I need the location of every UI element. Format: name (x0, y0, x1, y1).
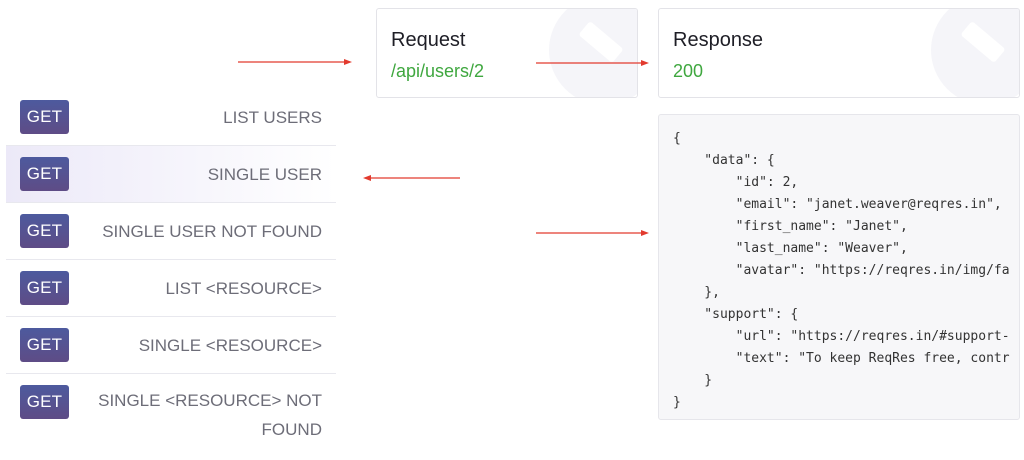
reqres-logo-watermark-icon (931, 9, 1019, 97)
response-body: { "data": { "id": 2, "email": "janet.wea… (658, 114, 1020, 420)
arrow-icon (238, 59, 352, 65)
reqres-logo-watermark-icon (549, 9, 637, 97)
endpoint-label: SINGLE <RESOURCE> (138, 336, 322, 355)
endpoint-single-resource-not-found[interactable]: GET SINGLE <RESOURCE> NOT FOUND (6, 374, 336, 446)
endpoint-label: SINGLE USER NOT FOUND (102, 222, 322, 241)
endpoint-list-resource[interactable]: GET LIST <RESOURCE> (6, 260, 336, 317)
request-url: /api/users/2 (391, 61, 485, 81)
response-card: Response 200 (658, 8, 1020, 98)
response-json: { "data": { "id": 2, "email": "janet.wea… (673, 131, 1010, 410)
response-status-code: 200 (673, 61, 704, 81)
endpoint-list: GET LIST USERS GET SINGLE USER GET SINGL… (6, 89, 336, 446)
endpoint-label: LIST USERS (223, 108, 322, 127)
endpoint-single-user-not-found[interactable]: GET SINGLE USER NOT FOUND (6, 203, 336, 260)
method-badge: GET (20, 100, 69, 134)
method-badge: GET (20, 214, 69, 248)
endpoint-label: SINGLE <RESOURCE> NOT FOUND (98, 391, 322, 439)
method-badge: GET (20, 271, 69, 305)
endpoint-label: LIST <RESOURCE> (165, 279, 322, 298)
endpoint-list-users[interactable]: GET LIST USERS (6, 89, 336, 146)
request-title: Request (391, 29, 466, 51)
arrow-icon (536, 60, 649, 66)
arrow-icon (363, 175, 460, 181)
endpoint-single-user[interactable]: GET SINGLE USER (6, 146, 336, 203)
method-badge: GET (20, 385, 69, 419)
arrow-icon (536, 230, 649, 236)
request-card: Request /api/users/2 (376, 8, 638, 98)
endpoint-label: SINGLE USER (207, 165, 322, 184)
endpoint-single-resource[interactable]: GET SINGLE <RESOURCE> (6, 317, 336, 374)
method-badge: GET (20, 328, 69, 362)
method-badge: GET (20, 157, 69, 191)
response-title: Response (673, 29, 764, 51)
